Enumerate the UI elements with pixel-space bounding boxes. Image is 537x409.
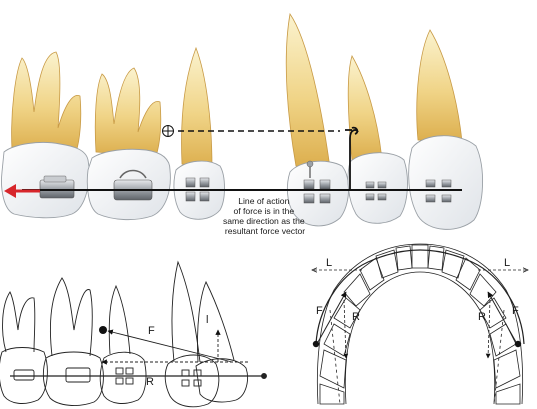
- label-r-arch-right: R: [478, 311, 486, 323]
- arch-point-left: [312, 340, 320, 348]
- lateral-incisor-tooth: [347, 55, 408, 224]
- label-l-top-left: L: [326, 257, 332, 269]
- premolar-bracket: [185, 177, 210, 202]
- arch-force-right: [487, 291, 517, 343]
- bottom-left-panel: [0, 260, 267, 408]
- line-of-action-caption: Line of action of force is in the same d…: [223, 196, 307, 236]
- line-molar-tube: [13, 369, 35, 381]
- arch-outline-outer: [316, 243, 524, 405]
- center-of-resistance-dot: [99, 326, 107, 334]
- label-r-left: R: [146, 376, 154, 388]
- central-incisor-tooth: [408, 29, 484, 230]
- label-l-top-right: L: [504, 257, 510, 269]
- arch-force-left: [317, 291, 347, 343]
- center-of-resistance-symbol: [162, 125, 174, 137]
- premolar-tooth: [173, 46, 225, 220]
- force-vector: [107, 329, 233, 363]
- line-molar-2: [50, 277, 93, 357]
- canine-tooth: [285, 12, 349, 227]
- label-f-arch-left: F: [316, 305, 323, 317]
- canine-bracket-with-hook: [303, 160, 331, 204]
- force-arrow: [4, 184, 40, 198]
- top-panel: Line of action of force is in the same d…: [1, 12, 484, 236]
- power-arm-hook: [345, 126, 359, 190]
- molar-tooth-2: [86, 67, 171, 221]
- label-l-left: l: [206, 314, 208, 326]
- line-molar-1: [2, 291, 36, 353]
- central-incisor-bracket: [425, 179, 452, 203]
- line-incisor: [197, 280, 235, 363]
- label-r-arch-left: R: [352, 311, 360, 323]
- label-f-left: F: [148, 325, 155, 337]
- line-canine: [171, 260, 201, 363]
- bottom-right-panel: [312, 243, 528, 405]
- arch-outline-inner: [344, 271, 496, 405]
- label-f-arch-right: F: [512, 305, 519, 317]
- line-premolar: [108, 284, 131, 355]
- arch-point-right: [514, 340, 522, 348]
- lateral-incisor-bracket: [365, 181, 387, 201]
- arch-archwire: [315, 249, 525, 345]
